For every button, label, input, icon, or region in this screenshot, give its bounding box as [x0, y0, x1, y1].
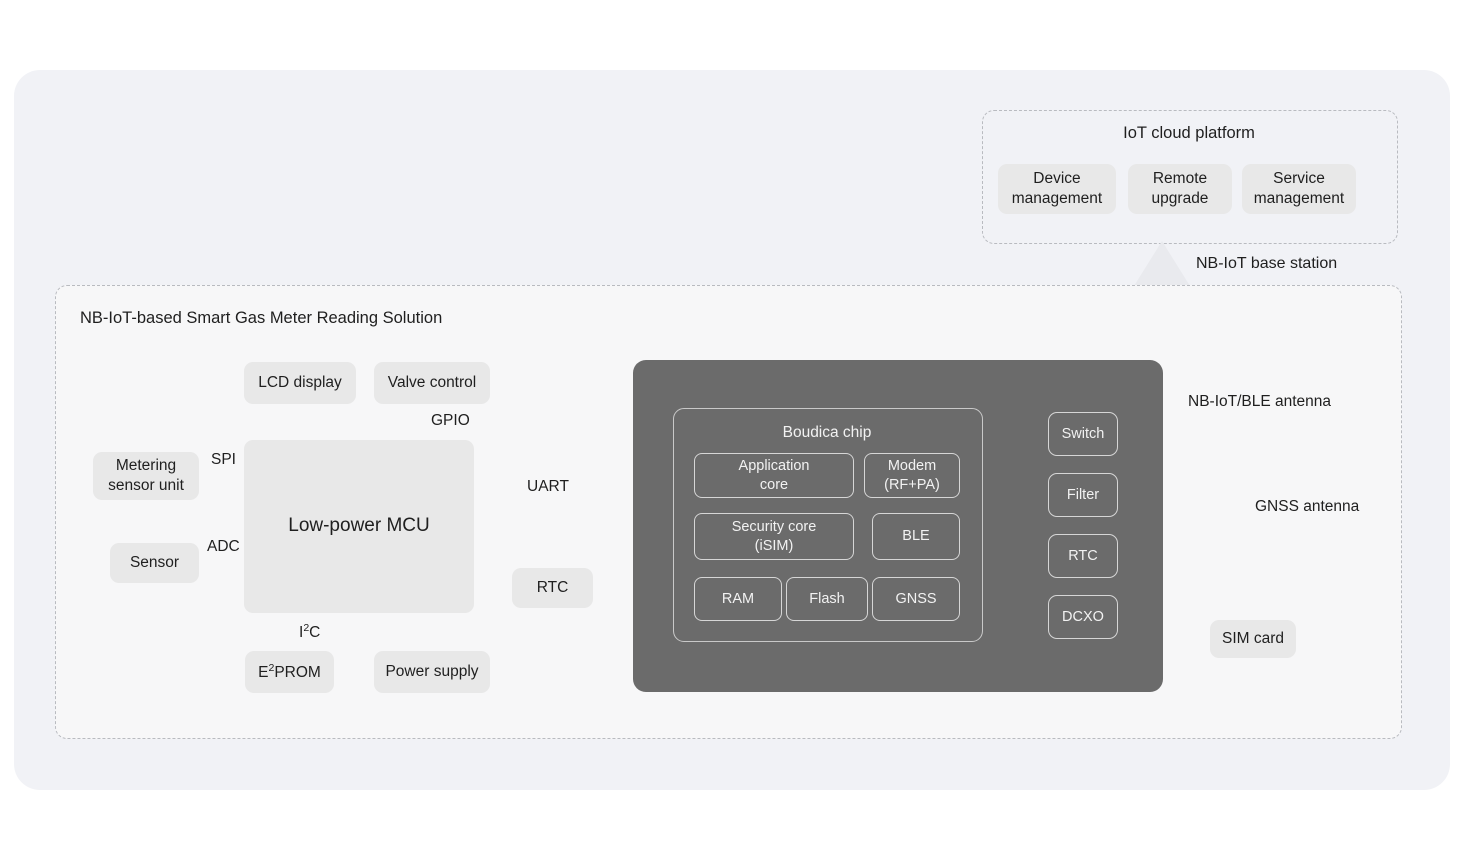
iot-cloud-title: IoT cloud platform: [1123, 124, 1255, 142]
rf-block-label: DCXO: [1062, 609, 1104, 625]
chip-block-modem[interactable]: Modem(RF+PA): [864, 453, 960, 498]
bus-label-spi: SPI: [211, 451, 236, 468]
block-label: Sensor: [129, 554, 180, 572]
block-label: E2PROM: [258, 661, 321, 681]
chip-block-label: Modem(RF+PA): [884, 458, 940, 493]
block-label: LCD display: [258, 374, 342, 392]
chip-block-label: GNSS: [895, 590, 937, 607]
bus-label-i2c: I2C: [299, 622, 321, 642]
block-eeprom[interactable]: E2PROM: [245, 651, 334, 693]
boudica-chip-outline: [673, 408, 983, 642]
block-valve-control[interactable]: Valve control: [374, 362, 490, 404]
iot-cloud-panel: [982, 110, 1398, 244]
block-sim-card[interactable]: SIM card: [1210, 620, 1296, 658]
chip-block-flash[interactable]: Flash: [786, 577, 868, 621]
chip-block-label: Flash: [809, 590, 845, 607]
base-station-label: NB-IoT base station: [1196, 255, 1338, 272]
rf-block-dcxo[interactable]: DCXO: [1048, 595, 1118, 639]
chip-block-label: BLE: [902, 528, 930, 545]
boudica-module: [633, 360, 1163, 692]
block-power-supply[interactable]: Power supply: [374, 651, 490, 693]
solution-title: NB-IoT-based Smart Gas Meter Reading Sol…: [80, 309, 443, 327]
block-label: SIM card: [1221, 630, 1284, 648]
chip-block-security-core[interactable]: Security core(iSIM): [694, 513, 854, 560]
chip-block-label: RAM: [721, 590, 755, 607]
chip-block-ram[interactable]: RAM: [694, 577, 782, 621]
chip-block-ble[interactable]: BLE: [872, 513, 960, 560]
antenna-nbiot-label: NB-IoT/BLE antenna: [1188, 393, 1332, 410]
block-label: Power supply: [385, 663, 479, 681]
rf-block-filter[interactable]: Filter: [1048, 473, 1118, 517]
boudica-chip-title: Boudica chip: [782, 424, 872, 441]
chip-block-gnss[interactable]: GNSS: [872, 577, 960, 621]
rf-block-label: Switch: [1061, 426, 1105, 442]
antenna-gnss-label: GNSS antenna: [1255, 498, 1360, 515]
bus-label-uart: UART: [527, 478, 569, 495]
block-sensor[interactable]: Sensor: [110, 543, 199, 583]
block-lcd-display[interactable]: LCD display: [244, 362, 356, 404]
block-label: RTC: [536, 579, 569, 597]
base-station-tower-icon: [1134, 241, 1190, 286]
bus-label-adc: ADC: [207, 538, 240, 555]
rf-block-label: RTC: [1068, 548, 1098, 564]
block-low-power-mcu[interactable]: Low-power MCU: [244, 440, 474, 613]
rf-block-rtc[interactable]: RTC: [1048, 534, 1118, 578]
rf-block-switch[interactable]: Switch: [1048, 412, 1118, 456]
block-rtc-mcu[interactable]: RTC: [512, 568, 593, 608]
bus-label-gpio: GPIO: [431, 412, 470, 429]
block-label: Low-power MCU: [288, 515, 430, 537]
chip-block-label: Security core(iSIM): [731, 519, 817, 554]
block-label: Valve control: [387, 374, 477, 392]
rf-block-label: Filter: [1066, 487, 1100, 503]
